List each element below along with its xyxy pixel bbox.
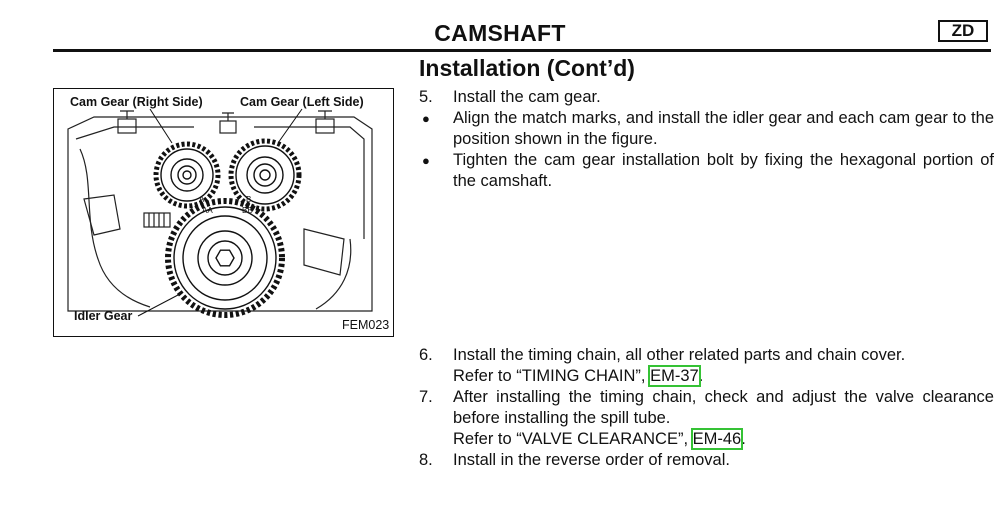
figure-code: FEM023 (342, 318, 390, 332)
step-text: Install the cam gear. (453, 88, 601, 106)
step-text: Tighten the cam gear installation bolt b… (453, 151, 994, 190)
label-right-cam-gear: Cam Gear (Right Side) (70, 95, 203, 109)
match-mark-a: A (199, 195, 205, 204)
refer-period: . (741, 430, 746, 448)
leader-left-cam (277, 108, 303, 144)
engine-block-outline (67, 116, 373, 312)
engine-gear-illustration: A AA B BB (67, 108, 373, 318)
step-marker: 6. (419, 346, 433, 364)
refer-text: Refer to “TIMING CHAIN”, (453, 367, 651, 385)
label-left-cam-gear: Cam Gear (Left Side) (240, 95, 364, 109)
steps-top: 5. Install the cam gear. ● Align the mat… (419, 87, 994, 192)
step-text: After installing the timing chain, check… (453, 388, 994, 427)
bullet-align-marks: ● Align the match marks, and install the… (419, 108, 994, 150)
refer-line: Refer to “VALVE CLEARANCE”, EM-46. (453, 428, 994, 450)
match-mark-b: B (246, 195, 251, 204)
ref-link-em-46[interactable]: EM-46 (690, 428, 744, 450)
bullet-icon: ● (422, 111, 430, 126)
steps-bottom: 6. Install the timing chain, all other r… (419, 345, 994, 471)
bullet-icon: ● (422, 153, 430, 168)
leader-right-cam (149, 108, 173, 144)
step-text: Install the timing chain, all other rela… (453, 346, 906, 364)
ref-link-em-37[interactable]: EM-37 (648, 365, 701, 387)
match-mark-bb: BB (242, 206, 253, 215)
step-marker: 7. (419, 388, 433, 406)
step-5: 5. Install the cam gear. (419, 87, 994, 108)
header-rule (53, 49, 991, 52)
section-badge: ZD (938, 20, 988, 42)
right-cam-gear (153, 141, 221, 209)
step-marker: 5. (419, 88, 433, 106)
left-cam-gear (228, 138, 302, 212)
refer-text: Refer to “VALVE CLEARANCE”, (453, 430, 693, 448)
leader-idler (137, 294, 179, 317)
cam-gear-figure: A AA B BB Cam Gear (Right Side) Cam Gear… (53, 88, 394, 337)
step-text: Align the match marks, and install the i… (453, 109, 994, 148)
step-marker: 8. (419, 451, 433, 469)
page-title: CAMSHAFT (434, 20, 566, 46)
section-title: Installation (Cont’d) (419, 55, 635, 81)
refer-line: Refer to “TIMING CHAIN”, EM-37. (453, 365, 994, 387)
idler-gear (165, 198, 285, 318)
step-6: 6. Install the timing chain, all other r… (419, 345, 994, 387)
match-mark-aa: AA (202, 206, 213, 215)
step-7: 7. After installing the timing chain, ch… (419, 387, 994, 450)
step-text: Install in the reverse order of removal. (453, 451, 730, 469)
refer-period: . (698, 367, 704, 385)
step-8: 8. Install in the reverse order of remov… (419, 450, 994, 471)
label-idler-gear: Idler Gear (74, 309, 133, 323)
bullet-tighten-bolt: ● Tighten the cam gear installation bolt… (419, 150, 994, 192)
